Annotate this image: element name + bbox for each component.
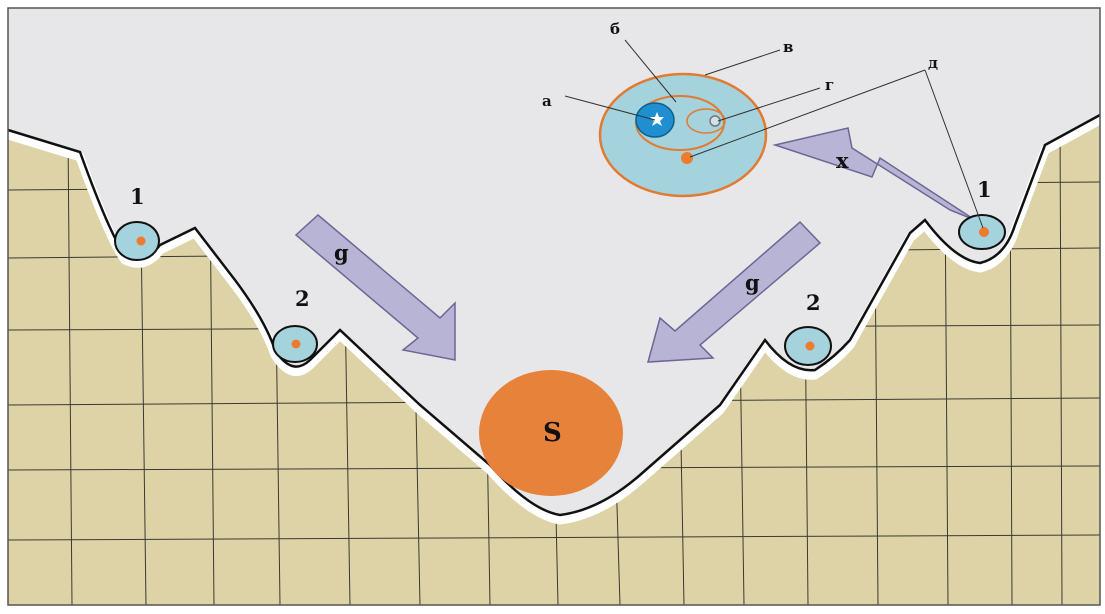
cell-right-2: [784, 326, 832, 366]
cell-left-1: [114, 221, 160, 261]
label-center-mass: S: [543, 418, 562, 448]
label-callout-g: г: [825, 76, 834, 94]
gravity-arrow-left: [294, 214, 456, 361]
core-star-icon: [650, 112, 664, 126]
label-well-left-1: 1: [130, 184, 145, 209]
label-x-arrow: x: [836, 148, 849, 173]
particle-schematic: [598, 72, 768, 198]
orange-particle: [681, 152, 693, 164]
cell-right-1: [958, 214, 1006, 250]
callout-lines: [564, 39, 984, 229]
labels: 1 2 1 2 S g g x а б в г д: [130, 20, 992, 448]
gravity-arrow-right: [647, 220, 822, 363]
label-callout-v: в: [783, 38, 793, 56]
x-arrow: [772, 127, 976, 221]
gray-particle: [709, 115, 721, 127]
label-gravity-left: g: [334, 240, 349, 265]
ground-edge-band: [6, 116, 1103, 525]
label-callout-d: д: [928, 54, 938, 72]
label-well-right-1: 1: [977, 177, 992, 202]
small-orbit: [686, 108, 726, 134]
central-mass-s: [479, 370, 623, 496]
frame-border: [7, 7, 1101, 606]
label-gravity-right: g: [745, 270, 760, 295]
cell-left-2: [272, 325, 318, 363]
ground-fill: [8, 120, 1100, 605]
label-callout-b: б: [610, 20, 620, 38]
label-well-left-2: 2: [295, 286, 310, 311]
label-well-right-2: 2: [806, 290, 821, 315]
outer-shell: [598, 72, 768, 198]
label-callout-a: а: [542, 92, 552, 110]
